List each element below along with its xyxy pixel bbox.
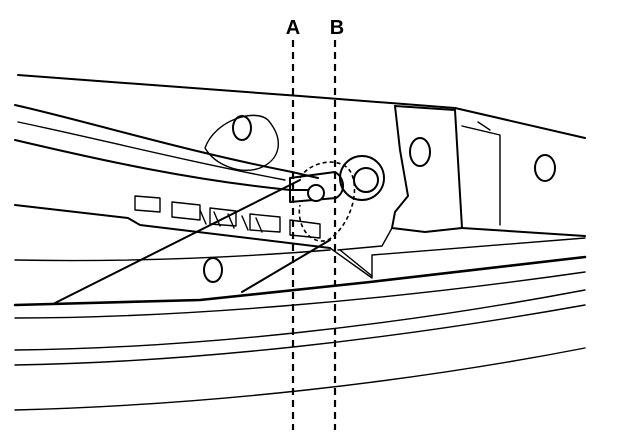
fender-wedge-diagonal	[339, 249, 373, 277]
right-bracket-hole	[534, 154, 556, 182]
section-label-b: B	[329, 17, 345, 39]
leader-line-left	[54, 179, 301, 304]
hinge-arm-inner-edge	[17, 121, 286, 181]
fender-line-4	[14, 347, 586, 411]
section-label-a: A	[285, 17, 301, 39]
fender-line-3	[14, 304, 586, 366]
leader-line-right	[241, 239, 331, 293]
fender-top-edge	[13, 255, 587, 307]
detail-callout-circle	[298, 161, 356, 242]
hinge-arm-top-edge	[14, 104, 319, 179]
lower-member-slot-row	[134, 195, 321, 239]
hinge-arm-lower-edge	[14, 139, 321, 191]
upper-panel-edge	[17, 74, 586, 139]
hinge-link-pin	[307, 184, 325, 202]
right-bracket-inner-edge	[461, 125, 501, 226]
lower-mount-hole	[203, 257, 223, 283]
hinge-pivot-inner	[353, 167, 379, 193]
upper-gusset	[204, 114, 279, 171]
lower-member-ribs	[199, 209, 263, 233]
lower-member-top-edge	[14, 204, 331, 249]
hinge-plate-bottom-notch	[337, 227, 393, 251]
fender-wedge	[329, 237, 586, 279]
fender-line-2	[14, 289, 586, 351]
fender-line-1	[14, 271, 586, 319]
lower-member-underside	[14, 249, 331, 262]
right-bracket-short-tick	[477, 121, 491, 131]
hinge-plate	[391, 105, 463, 233]
right-bracket-outline	[394, 105, 586, 237]
plate-mount-hole	[409, 137, 431, 167]
upper-mount-hole	[232, 115, 252, 141]
